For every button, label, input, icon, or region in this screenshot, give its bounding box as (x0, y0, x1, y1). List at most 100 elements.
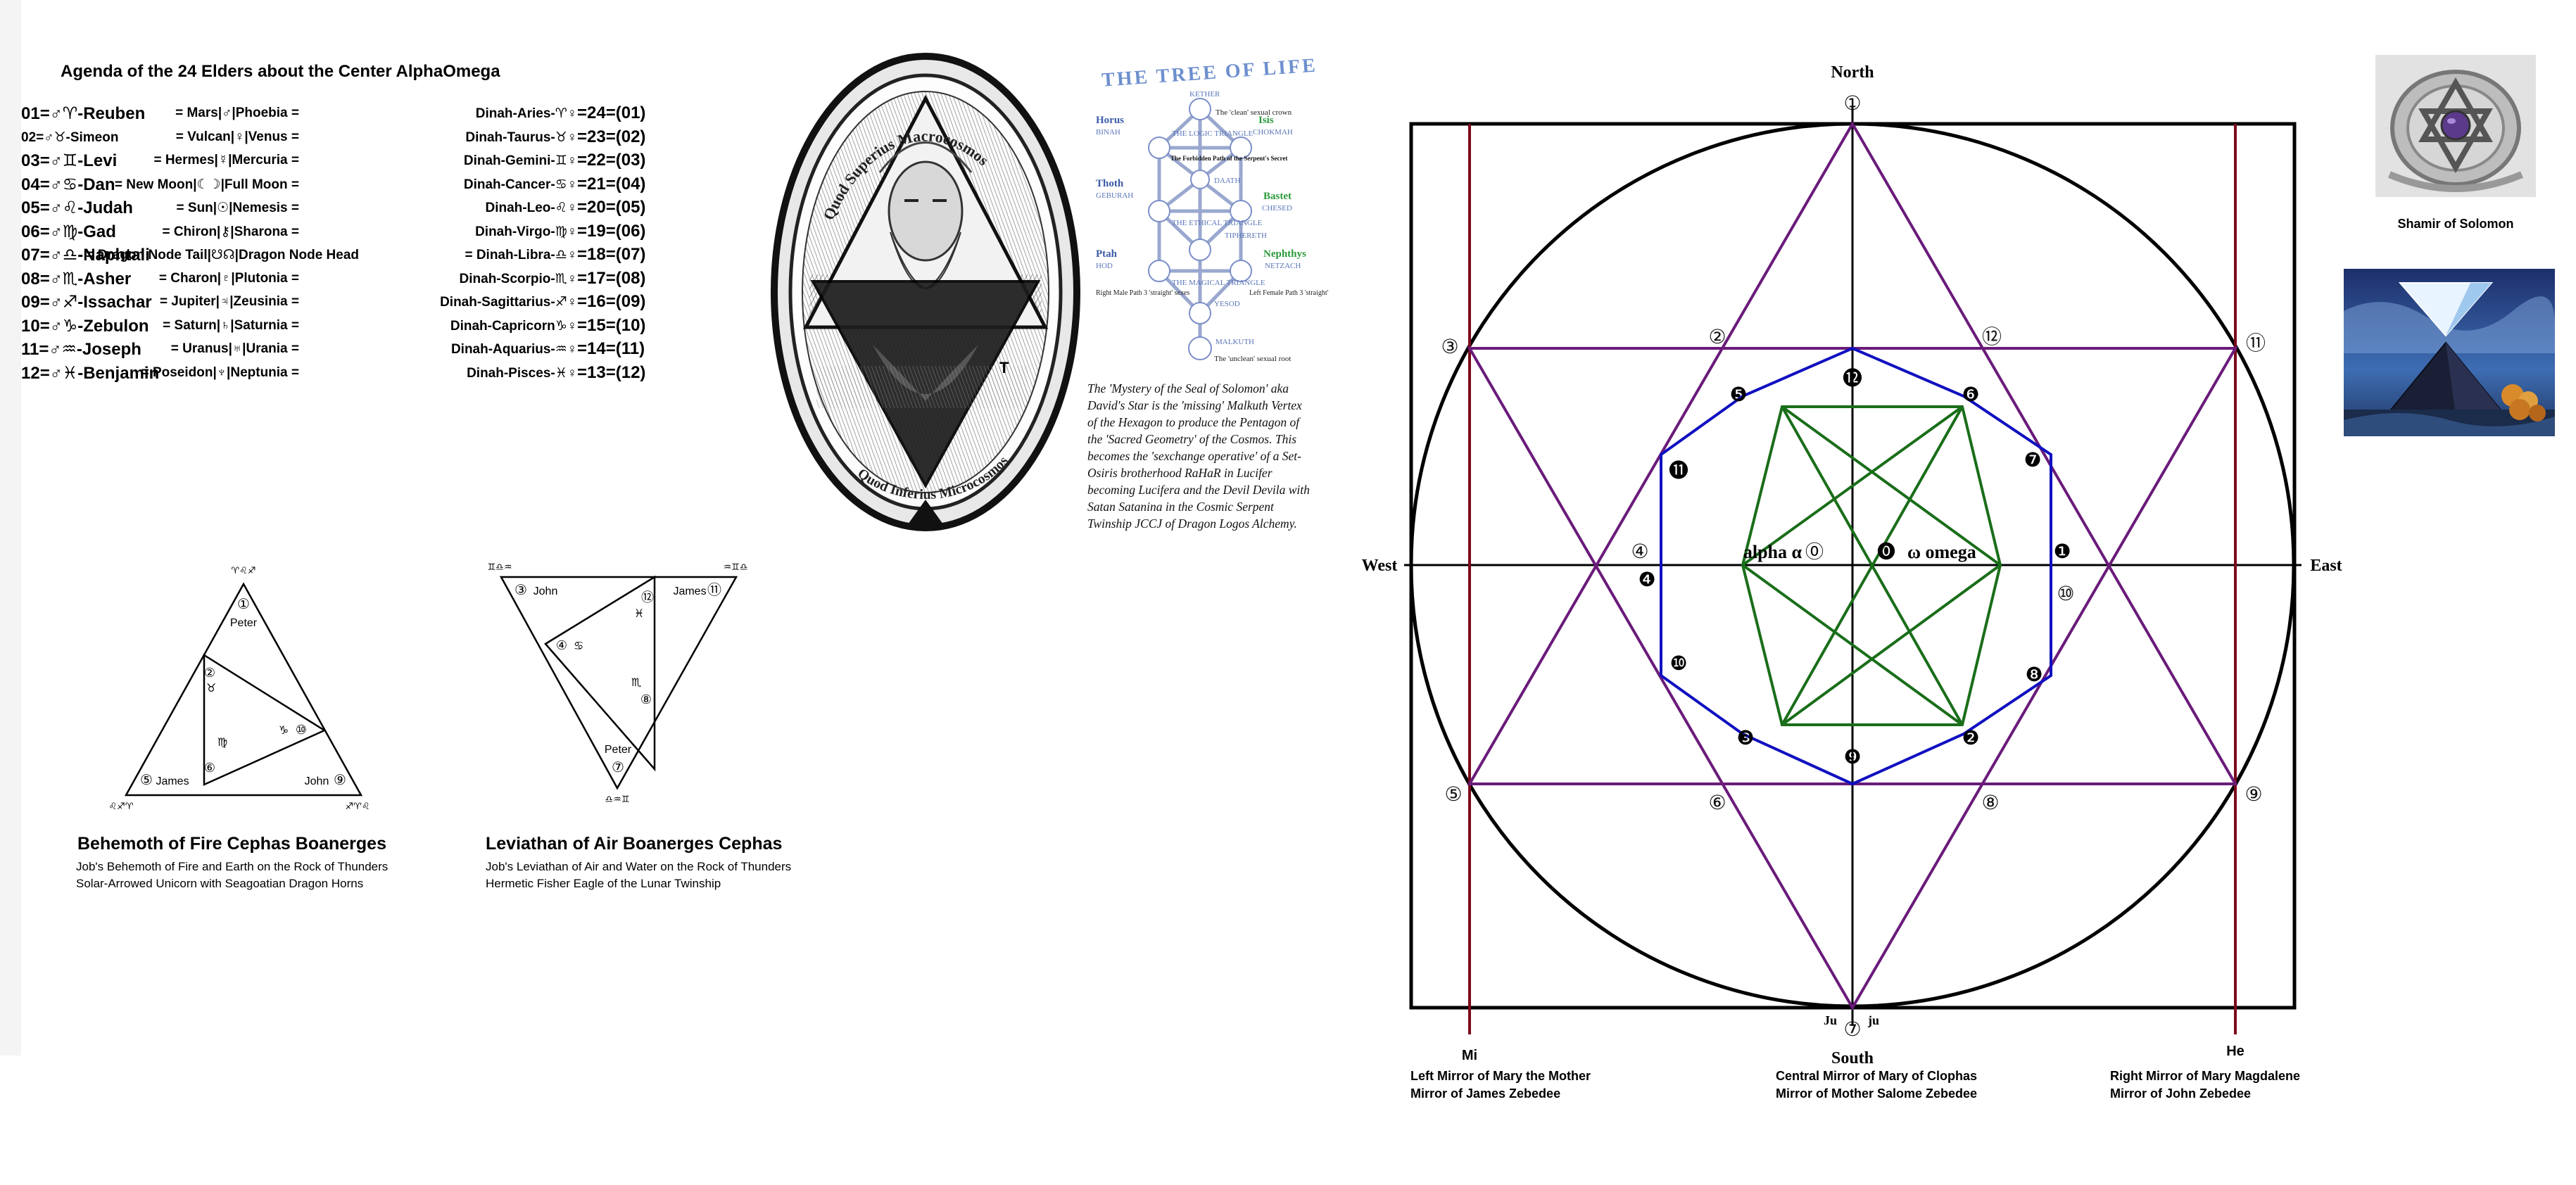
agenda-row: 01=♂♈-Reuben= Mars|♂|Phoebia =Dinah-Arie… (21, 103, 809, 129)
agenda-elder: 02=♂♉-Simeon (21, 129, 119, 145)
svg-text:⑩: ⑩ (296, 723, 307, 737)
inner-num-12: ⓬ (1843, 367, 1862, 390)
svg-text:The 'unclean' sexual root: The 'unclean' sexual root (1214, 355, 1291, 363)
tree-title: THE TREE OF LIFE (1101, 54, 1318, 91)
agenda-row: 12=♂♓-Benjamin= Poseidon|♆|Neptunia = Din… (21, 363, 809, 389)
agenda-row: 09=♂♐-Issachar = Jupiter|♃|Zeusinia = Dina… (21, 292, 809, 318)
compass-north: North (1831, 63, 1874, 82)
svg-text:TIPHERETH: TIPHERETH (1225, 232, 1267, 240)
agenda-value: =23=(02) (577, 127, 646, 146)
caption-line: becomes the 'sexchange operative' of a S… (1087, 449, 1301, 463)
compass-west: West (1362, 557, 1398, 575)
alpha-zero: ⓪ (1805, 542, 1824, 562)
alpha-label: alpha α (1743, 542, 1802, 562)
caption-line: Osiris brotherhood RaHaR in Lucifer (1087, 466, 1273, 480)
svg-text:YESOD: YESOD (1214, 300, 1240, 308)
agenda-elder: 04=♂♋-Dan (21, 175, 115, 194)
outer-num-8: ⑧ (1981, 792, 1999, 814)
agenda-planet: = Saturn|♄|Saturnia = (163, 317, 299, 333)
inner-num-4: ❹ (1638, 569, 1655, 591)
agenda-sign: Dinah-Virgo-♍♀ (475, 224, 577, 239)
inner-blue-polygon (1660, 346, 2052, 786)
svg-text:⑧: ⑧ (640, 692, 652, 706)
svg-text:♑: ♑ (279, 725, 289, 737)
agenda-value: =14=(11) (577, 339, 645, 358)
agenda-elder: 11=♂♒-Joseph (21, 340, 141, 359)
svg-text:THE ETHICAL TRIANGLE: THE ETHICAL TRIANGLE (1172, 219, 1263, 227)
svg-text:②: ② (204, 666, 215, 680)
svg-text:GEBURAH: GEBURAH (1096, 191, 1133, 200)
outer-num-11: ⑪ (2246, 332, 2266, 355)
agenda-sign: Dinah-Aquarius-♒♀ (450, 342, 577, 357)
svg-text:⑪: ⑪ (707, 582, 721, 598)
agenda-elder: 09=♂♐-Issachar (21, 293, 152, 312)
agenda-value: =15=(10) (577, 315, 646, 335)
svg-text:MALKUTH: MALKUTH (1216, 338, 1254, 346)
agenda-elder: 08=♂♏-Asher (21, 269, 132, 289)
agenda-sign: Dinah-Sagittarius-♐♀ (440, 295, 577, 310)
svg-text:⑥: ⑥ (204, 761, 215, 775)
svg-text:♒♊♎: ♒♊♎ (724, 562, 748, 572)
inner-green-hexagon (1741, 405, 2002, 726)
agenda-row: 04=♂♋-Dan= New Moon|☾☽|Full Moon =Dinah-… (21, 175, 809, 201)
outer-num-6: ⑥ (1708, 792, 1726, 814)
svg-text:♍: ♍ (217, 737, 227, 749)
agenda-elder: 05=♂♌-Judah (21, 198, 133, 217)
svg-text:Right Male Path 3 'straight' s: Right Male Path 3 'straight' sexes (1096, 289, 1189, 297)
inner-num-5: ❺ (1729, 384, 1747, 406)
agenda-row: 11=♂♒-Joseph= Uranus|♅|Urania =Dinah-Aqu… (21, 339, 809, 365)
svg-text:Peter: Peter (230, 617, 258, 629)
central-mirror-caption: Central Mirror of Mary of Clophas Mirror… (1776, 1069, 1978, 1101)
ju-right: ju (1867, 1013, 1879, 1027)
right-mirror-caption: Right Mirror of Mary Magdalene Mirror of… (2110, 1069, 2301, 1101)
star-of-david-diagram: ① ② ③ ④ ⑤ ⑥ ⑦ ⑧ ⑨ ⑩ ⑪ ⑫ ❶ ❷ ❸ ❹ ❺ ❻ ❼ ❽ … (1362, 63, 2342, 1067)
agenda-value: =20=(05) (577, 198, 646, 217)
agenda-row: 06=♂♍-Gad= Chiron|⚷|Sharona =Dinah-Virgo… (21, 222, 809, 248)
svg-text:♊♎♒: ♊♎♒ (488, 562, 512, 572)
outer-num-4: ④ (1631, 541, 1648, 563)
tree-of-life-image: THE TREE OF LIFE KETHER The (1080, 53, 1330, 369)
svg-text:♈♌♐: ♈♌♐ (232, 565, 256, 576)
left-mirror-caption: Left Mirror of Mary the Mother Mirror of… (1410, 1069, 1591, 1101)
caption-line: Twinship JCCJ of Dragon Logos Alchemy. (1087, 517, 1297, 531)
behemoth-triangle-diagram: ♈♌♐ ① Peter ② ♉ ♍ ⑥ ♑ ⑩ ⑤ James John ⑨ ♌… (109, 565, 370, 811)
agenda-planet: = Sun|☉|Nemesis = (176, 201, 299, 215)
svg-text:♋: ♋ (574, 640, 583, 652)
svg-text:④: ④ (556, 638, 567, 652)
agenda-row: 10=♂♑-Zebulon= Saturn|♄|Saturnia =Dinah-… (21, 315, 809, 342)
inner-num-2: ❷ (1962, 728, 1979, 749)
outer-num-5: ⑤ (1444, 784, 1462, 806)
outer-num-12: ⑫ (1982, 326, 2002, 348)
agenda-value: =24=(01) (577, 103, 646, 122)
agenda-elder: 07=♂♎-Naphtali (21, 246, 150, 265)
agenda-sign: Dinah-Scorpio-♏♀ (459, 271, 577, 286)
agenda-sign: Dinah-Pisces-♓♀ (467, 365, 577, 381)
svg-text:⑨: ⑨ (334, 773, 346, 788)
agenda-planet: = Jupiter|♃|Zeusinia = (159, 294, 299, 309)
svg-text:①: ① (237, 597, 250, 612)
agenda-sign: Dinah-Aries-♈♀ (475, 106, 577, 121)
agenda-sign: Dinah-Capricorn♑♀ (450, 318, 577, 334)
agenda-planet: = Poseidon|♆|Neptunia = (141, 365, 299, 380)
svg-text:John: John (533, 585, 558, 597)
inner-num-7: ❼ (2023, 450, 2041, 471)
svg-text:NETZACH: NETZACH (1265, 262, 1301, 270)
inner-num-11: ⓫ (1669, 460, 1688, 482)
svg-text:Bastet: Bastet (1263, 191, 1292, 202)
agenda-elder: 01=♂♈-Reuben (21, 104, 146, 123)
svg-text:Thoth: Thoth (1096, 178, 1124, 189)
svg-text:Nephthys: Nephthys (1263, 248, 1306, 260)
svg-text:Ptah: Ptah (1096, 248, 1118, 260)
svg-text:HOD: HOD (1096, 262, 1113, 270)
svg-text:James: James (673, 585, 706, 597)
inner-num-8: ❽ (2025, 664, 2043, 686)
he-label: He (2226, 1044, 2244, 1059)
agenda-sign: Dinah-Taurus-♉♀ (465, 129, 577, 145)
svg-text:CHESED: CHESED (1262, 204, 1292, 213)
leviathan-title: Leviathan of Air Boanerges Cephas (486, 834, 783, 854)
agenda-elder: 12=♂♓-Benjamin (21, 363, 160, 383)
leviathan-line-2: Hermetic Fisher Eagle of the Lunar Twins… (486, 877, 721, 890)
svg-text:♐♈♌: ♐♈♌ (346, 801, 370, 811)
svg-text:⑦: ⑦ (612, 760, 624, 775)
inner-num-9: ❾ (1843, 747, 1861, 768)
